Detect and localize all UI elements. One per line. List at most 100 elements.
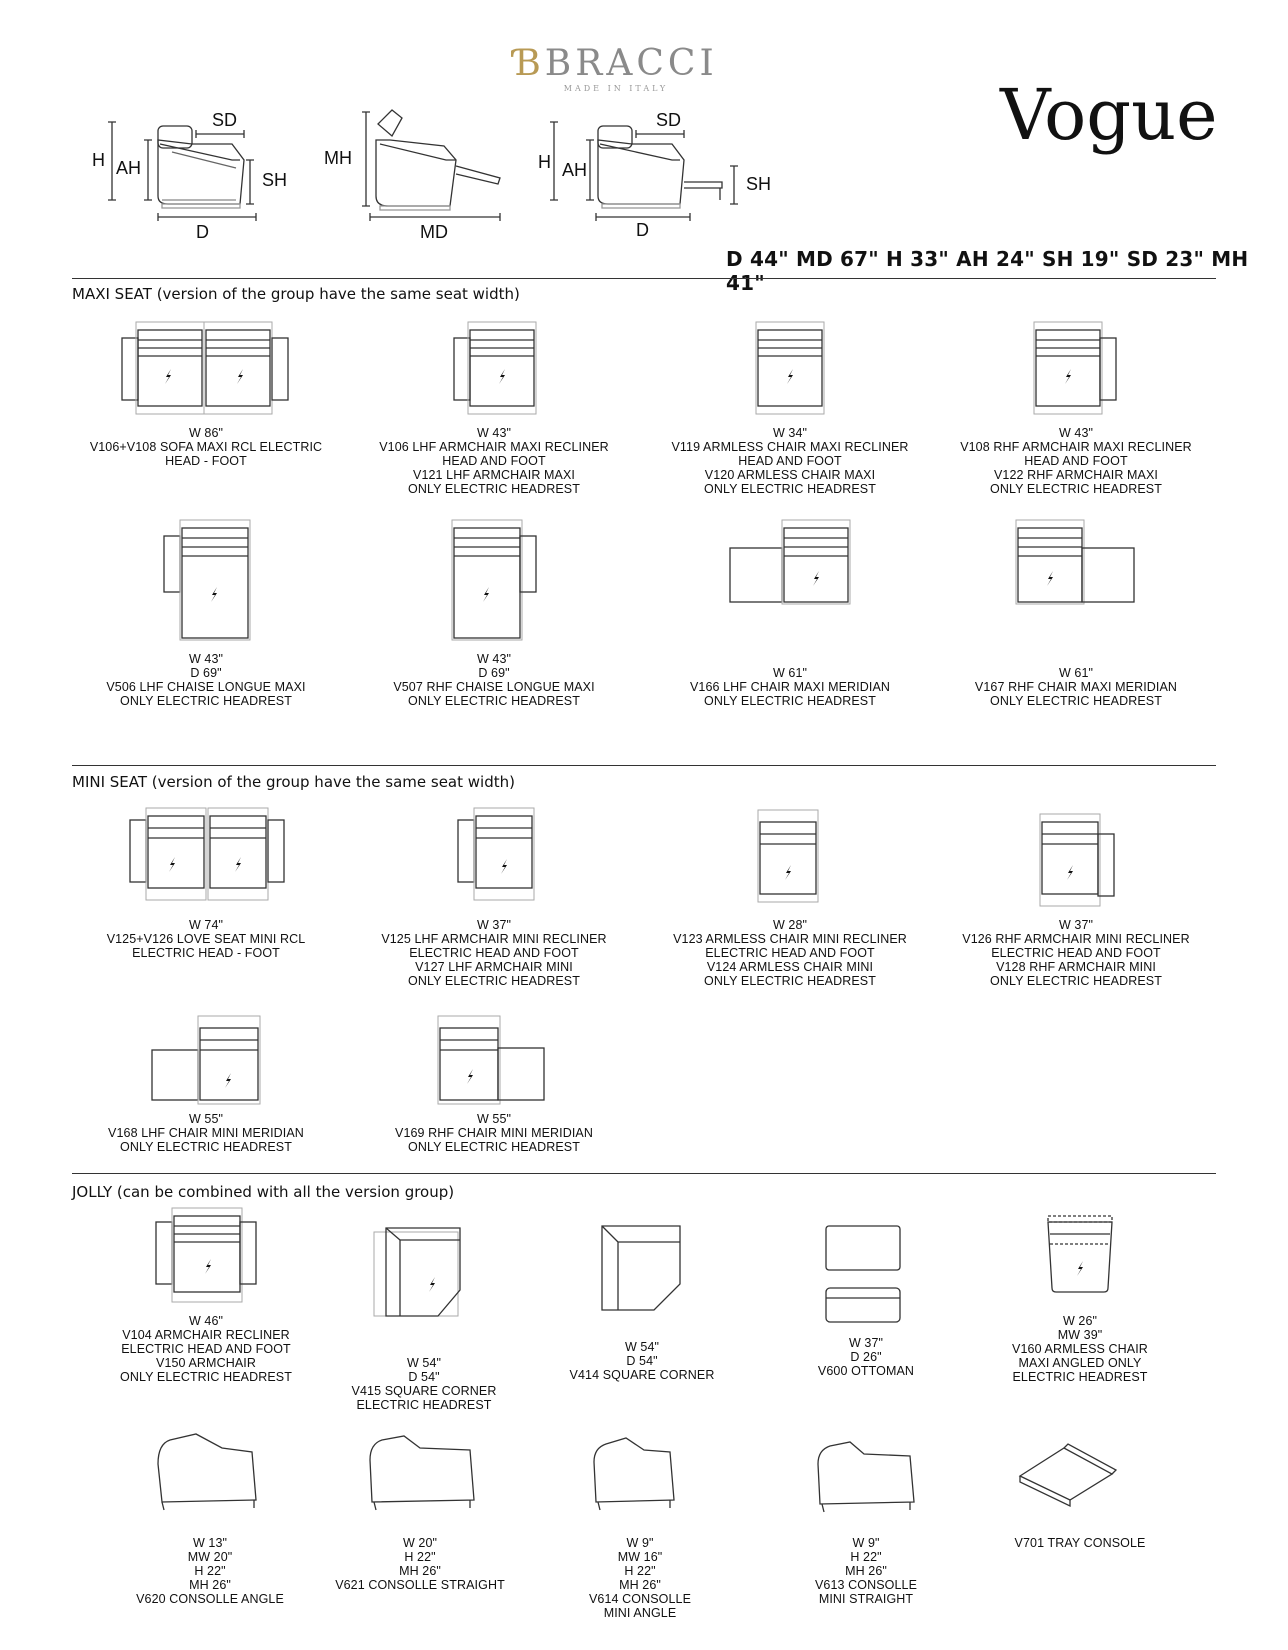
caption-line: V106+V108 SOFA MAXI RCL ELECTRIC [89, 440, 323, 454]
caption-line: W 43" [476, 652, 512, 666]
caption-line: D 69" [478, 666, 510, 680]
profile-standard [108, 121, 257, 221]
plan-v167 [1015, 519, 1135, 605]
caption-line: ONLY ELECTRIC HEADREST [408, 482, 580, 496]
label-sd-3: SD [656, 110, 682, 130]
caption-line: MW 16" [617, 1550, 663, 1564]
caption-line: W 37" [848, 1336, 884, 1350]
product-title: Vogue [1000, 74, 1218, 156]
caption-line: H 22" [624, 1564, 656, 1578]
caption-line: MINI STRAIGHT [818, 1592, 914, 1606]
caption-line: HEAD AND FOOT [442, 454, 546, 468]
plan-v125-v126 [129, 807, 285, 901]
brand-monogram-icon: Ɓ [514, 43, 545, 84]
caption-line: W 54" [406, 1356, 442, 1370]
jolly-caption-3: W 54"D 54"V414 SQUARE CORNER [522, 1340, 762, 1382]
plan-v600 [825, 1225, 901, 1323]
caption-line: MH 26" [619, 1578, 661, 1592]
label-h: H [92, 150, 105, 170]
caption-line: W 13" [192, 1536, 228, 1550]
caption-line: ONLY ELECTRIC HEADREST [704, 694, 876, 708]
caption-line: V621 CONSOLLE STRAIGHT [335, 1578, 505, 1592]
caption-line: D 54" [626, 1354, 658, 1368]
caption-line: V701 TRAY CONSOLE [1014, 1536, 1146, 1550]
caption-line: W 43" [476, 426, 512, 440]
caption-line: ONLY ELECTRIC HEADREST [704, 974, 876, 988]
plan-v119 [755, 321, 825, 415]
caption-line: D 26" [850, 1350, 882, 1364]
divider-maxi [72, 278, 1216, 279]
caption-line: V166 LHF CHAIR MAXI MERIDIAN [689, 680, 891, 694]
caption-line: MH 26" [845, 1564, 887, 1578]
caption-line: D 54" [408, 1370, 440, 1384]
caption-line: ONLY ELECTRIC HEADREST [704, 482, 876, 496]
caption-line: V613 CONSOLLE [814, 1578, 918, 1592]
caption-line: V104 ARMCHAIR RECLINER [122, 1328, 290, 1342]
divider-jolly [72, 1173, 1216, 1174]
label-ah-3: AH [562, 160, 588, 180]
jolly-caption-7: W 20"H 22"MH 26"V621 CONSOLLE STRAIGHT [300, 1536, 540, 1592]
caption-line: V415 SQUARE CORNER [351, 1384, 497, 1398]
caption-line: HEAD - FOOT [165, 454, 247, 468]
section-title-jolly: JOLLY (can be combined with all the vers… [72, 1183, 455, 1201]
plan-v507 [451, 519, 537, 641]
caption-line: MH 26" [189, 1578, 231, 1592]
caption-line: W 9" [852, 1536, 880, 1550]
caption-line: ELECTRIC HEADREST [356, 1398, 492, 1412]
divider-mini [72, 765, 1216, 766]
caption-line: V125+V126 LOVE SEAT MINI RCL [106, 932, 306, 946]
plan-v123 [757, 809, 819, 903]
plan-v613 [817, 1441, 915, 1513]
jolly-caption-10: V701 TRAY CONSOLE [960, 1536, 1200, 1550]
profile-extended [550, 121, 738, 221]
plan-v160 [1047, 1215, 1113, 1293]
section-title-mini: MINI SEAT (version of the group have the… [72, 773, 515, 791]
caption-line: MAXI ANGLED ONLY [1018, 1356, 1142, 1370]
plan-v506 [163, 519, 251, 641]
caption-line: V128 RHF ARMCHAIR MINI [996, 960, 1156, 974]
label-sd: SD [212, 110, 238, 130]
caption-line: W 86" [188, 426, 224, 440]
caption-line: V620 CONSOLLE ANGLE [136, 1592, 284, 1606]
caption-line: W 55" [476, 1112, 512, 1126]
caption-line: V150 ARMCHAIR [156, 1356, 256, 1370]
plan-v106-v108 [121, 321, 289, 415]
plan-v169 [437, 1015, 545, 1105]
caption-line: W 43" [1058, 426, 1094, 440]
caption-line: V119 ARMLESS CHAIR MAXI RECLINER [671, 440, 909, 454]
caption-line: V167 RHF CHAIR MAXI MERIDIAN [974, 680, 1178, 694]
caption-line: ELECTRIC HEADREST [1012, 1370, 1148, 1384]
caption-line: ONLY ELECTRIC HEADREST [990, 482, 1162, 496]
caption-line: V414 SQUARE CORNER [569, 1368, 715, 1382]
caption-line: ONLY ELECTRIC HEADREST [990, 974, 1162, 988]
caption-line: W 43" [188, 652, 224, 666]
profile-reclined [362, 109, 501, 221]
caption-line: V168 LHF CHAIR MINI MERIDIAN [108, 1126, 304, 1140]
plan-v125 [457, 807, 535, 901]
caption-line: ELECTRIC HEAD - FOOT [132, 946, 280, 960]
brand-logo: ƁBRACCI MADE IN ITALY [508, 43, 724, 94]
caption-line: ELECTRIC HEAD AND FOOT [991, 946, 1161, 960]
brand-tagline: MADE IN ITALY [563, 84, 669, 93]
label-d-3: D [636, 220, 649, 240]
caption-line: W 28" [772, 918, 808, 932]
caption-line: ONLY ELECTRIC HEADREST [408, 694, 580, 708]
label-d: D [196, 222, 209, 242]
plan-v126 [1039, 813, 1115, 907]
caption-line: V121 LHF ARMCHAIR MAXI [413, 468, 575, 482]
caption-line: V507 RHF CHAISE LONGUE MAXI [393, 680, 595, 694]
plan-v104 [155, 1207, 257, 1303]
caption-line: V123 ARMLESS CHAIR MINI RECLINER [673, 932, 907, 946]
label-mh: MH [324, 148, 352, 168]
caption-line: W 37" [1058, 918, 1094, 932]
caption-line: D 69" [190, 666, 222, 680]
caption-line: V126 RHF ARMCHAIR MINI RECLINER [962, 932, 1190, 946]
